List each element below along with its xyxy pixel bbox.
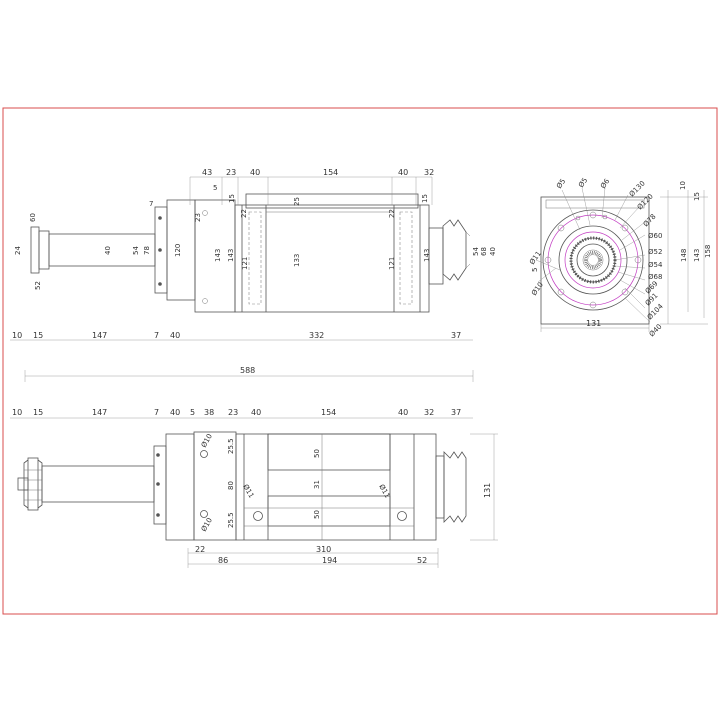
dim-24: 24 [14,246,22,255]
dim-54r: 54 [472,247,480,256]
plan-dim-5: 5 [190,408,195,417]
end-dim-10: 10 [679,181,687,190]
end-dia-5a: Ø5 [555,177,567,190]
dim-15b: 15 [421,194,429,203]
end-dia-40: Ø40 [648,323,664,339]
bottom-dim-332: 332 [309,331,324,340]
plan-view-labels: 10 15 147 7 40 5 38 23 40 154 40 32 37 Ø… [12,408,492,565]
dim-54: 54 [132,246,140,255]
plan-dim-22: 22 [195,545,205,554]
end-dia-130: Ø130 [628,179,647,198]
dim-43: 43 [202,168,212,177]
dim-121a: 121 [241,257,249,270]
dim-143c: 143 [423,249,431,262]
bottom-dim-40: 40 [170,331,180,340]
end-dia-6: Ø6 [599,177,612,190]
side-view [30,193,471,313]
bottom-dim-147: 147 [92,331,107,340]
end-dia-60: Ø60 [648,232,662,240]
dim-154: 154 [323,168,338,177]
dim-40v: 40 [104,246,112,255]
dim-5: 5 [213,184,217,192]
dim-143a: 143 [214,249,222,262]
plan-dim-40c: 40 [398,408,408,417]
plan-height-131: 131 [483,483,492,498]
plan-dim-194: 194 [322,556,337,565]
bottom-dim-37: 37 [451,331,461,340]
dim-22b: 22 [388,209,396,218]
end-dim-15: 15 [693,192,701,201]
dim-78: 78 [143,246,151,255]
plan-dim-50a: 50 [313,449,321,458]
plan-dim-25-5b: 25.5 [227,512,235,528]
end-dim-5: 5 [531,268,539,272]
end-dia-54: Ø54 [648,261,663,269]
dim-40r: 40 [489,247,497,256]
plan-view-dimensions [10,417,498,568]
plan-dim-10: 10 [12,408,22,417]
end-dia-10: Ø10 [530,281,545,297]
plan-dim-154: 154 [321,408,336,417]
plan-dim-31: 31 [313,480,321,489]
plan-dim-86: 86 [218,556,228,565]
plan-view [17,431,467,541]
plan-dim-40a: 40 [170,408,180,417]
plan-dim-40b: 40 [251,408,261,417]
dim-25: 25 [293,197,301,206]
plan-dim-32: 32 [424,408,434,417]
dim-15a: 15 [228,194,236,203]
dim-40: 40 [250,168,260,177]
dim-7: 7 [149,200,153,208]
drawing-border [2,107,718,615]
dim-121b: 121 [388,257,396,270]
end-view-labels: Ø5 Ø5 Ø6 Ø11 5 Ø10 Ø130 Ø120 Ø78 Ø60 Ø52… [528,176,712,338]
end-dia-68: Ø68 [648,273,662,281]
dim-143b: 143 [227,249,235,262]
dim-23v: 23 [194,213,202,222]
plan-dim-7: 7 [154,408,159,417]
plan-dim-80: 80 [227,481,235,490]
end-dia-52: Ø52 [648,248,662,256]
end-dia-120: Ø120 [636,192,655,211]
dim-68: 68 [480,247,488,256]
dim-52: 52 [34,281,42,290]
plan-dim-310: 310 [316,545,331,554]
end-dia-78: Ø78 [642,213,658,229]
plan-dim-23: 23 [228,408,238,417]
bottom-dim-10: 10 [12,331,22,340]
plan-dim-50b: 50 [313,510,321,519]
plan-dim-147: 147 [92,408,107,417]
end-dim-143: 143 [693,249,701,262]
plan-dim-25-5a: 25.5 [227,438,235,454]
dim-22a: 22 [240,209,248,218]
side-view-labels: 43 23 40 154 40 32 5 7 23 15 25 22 22 15… [12,168,497,375]
bottom-dim-15: 15 [33,331,43,340]
dim-32: 32 [424,168,434,177]
plan-dia-11b: Ø11 [377,483,391,499]
dim-133: 133 [293,254,301,267]
total-length: 588 [240,366,255,375]
plan-dim-38: 38 [204,408,214,417]
end-width-131: 131 [586,319,601,328]
plan-dim-15: 15 [33,408,43,417]
end-view [535,187,708,332]
plan-dia-11a: Ø11 [241,483,255,499]
bottom-dim-7: 7 [154,331,159,340]
end-dim-148: 148 [680,249,688,262]
end-dim-158: 158 [704,245,712,258]
plan-dim-52: 52 [417,556,427,565]
end-dia-5b: Ø5 [577,176,589,189]
dim-60: 60 [29,213,37,222]
plan-dim-37: 37 [451,408,461,417]
dim-23: 23 [226,168,236,177]
dim-120: 120 [174,244,182,257]
dim-40b: 40 [398,168,408,177]
side-view-dimensions [10,176,474,382]
plan-dia-10b: Ø10 [200,517,214,533]
plan-dia-10a: Ø10 [200,433,214,449]
